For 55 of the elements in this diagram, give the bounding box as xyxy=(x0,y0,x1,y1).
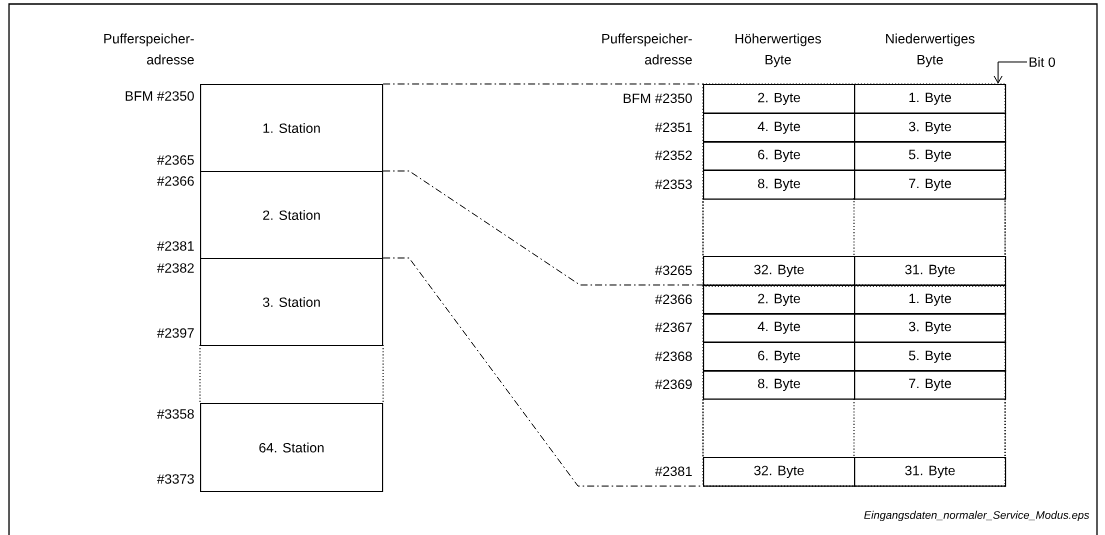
expansion-line xyxy=(382,257,704,487)
address-label: #2369 xyxy=(655,379,692,390)
table-cell: 7. Byte xyxy=(854,170,1007,200)
address-label: #2365 xyxy=(157,155,194,165)
leader-line xyxy=(993,61,1028,84)
station-box: 64. Station xyxy=(200,403,384,493)
table-cell: 8. Byte xyxy=(703,370,856,400)
column-heading: Höherwertiges Byte xyxy=(735,33,821,68)
address-label: #2352 xyxy=(655,150,692,161)
address-label: BFM #2350 xyxy=(623,93,692,104)
gap-box xyxy=(199,344,384,405)
station-box: 1. Station xyxy=(200,84,384,173)
gap-row xyxy=(702,398,1006,459)
address-label: #2381 xyxy=(655,466,692,477)
table-cell: 3. Byte xyxy=(854,113,1007,143)
table-cell: 4. Byte xyxy=(703,113,856,143)
address-label: #2353 xyxy=(655,179,692,190)
table-cell: 2. Byte xyxy=(703,285,856,315)
expansion-line xyxy=(382,170,704,286)
table-cell: 4. Byte xyxy=(703,313,856,343)
address-label: #2368 xyxy=(655,351,692,362)
table-block xyxy=(702,83,1006,287)
expansion-line xyxy=(382,83,704,85)
table-cell: 7. Byte xyxy=(854,370,1007,400)
gap-row xyxy=(702,197,1006,258)
address-label: #2382 xyxy=(157,263,194,273)
address-label: #3358 xyxy=(157,409,194,419)
table-cell: 6. Byte xyxy=(703,342,856,372)
column-heading: Pufferspeicher- adresse xyxy=(602,33,692,65)
column-heading: Pufferspeicher- adresse xyxy=(104,33,194,65)
bit-label: Bit 0 xyxy=(1029,57,1055,67)
file-name: Eingangsdaten_normaler_Service_Modus.eps xyxy=(864,510,1090,522)
table-cell: 32. Byte xyxy=(703,256,856,286)
address-label: #2381 xyxy=(157,241,194,251)
address-label: #2397 xyxy=(157,328,194,338)
table-cell: 31. Byte xyxy=(854,256,1007,286)
address-label: #2367 xyxy=(655,322,692,333)
table-cell: 1. Byte xyxy=(854,285,1007,315)
address-label: #2351 xyxy=(655,122,692,133)
table-cell: 32. Byte xyxy=(703,457,856,487)
station-box: 3. Station xyxy=(200,258,384,347)
table-cell: 2. Byte xyxy=(703,84,856,114)
table-cell: 6. Byte xyxy=(703,141,856,171)
column-heading: Niederwertiges Byte xyxy=(886,33,975,68)
table-cell: 8. Byte xyxy=(703,170,856,200)
table-cell: 5. Byte xyxy=(854,141,1007,171)
table-cell: 1. Byte xyxy=(854,84,1007,114)
station-box: 2. Station xyxy=(200,171,384,260)
address-label: #3265 xyxy=(655,265,692,276)
address-label: #2366 xyxy=(157,176,194,186)
table-cell: 5. Byte xyxy=(854,342,1007,372)
table-cell: 3. Byte xyxy=(854,313,1007,343)
table-block xyxy=(702,284,1006,487)
address-label: #2366 xyxy=(655,294,692,305)
table-cell: 31. Byte xyxy=(854,457,1007,487)
